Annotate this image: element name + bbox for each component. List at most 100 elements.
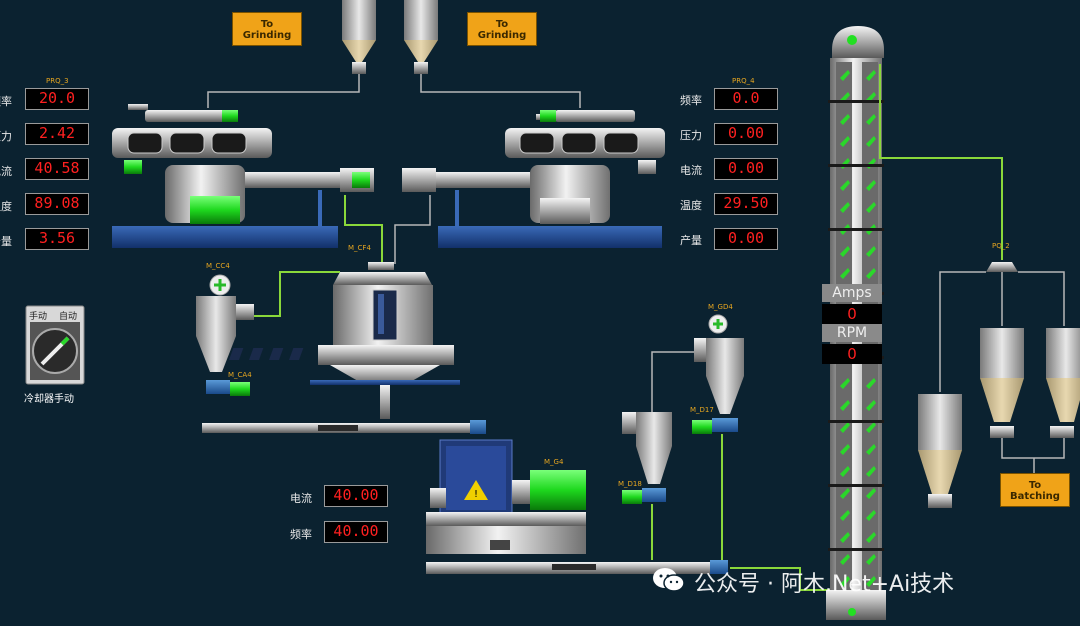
elevator-band bbox=[828, 548, 884, 551]
elevator-amps-label: Amps bbox=[822, 284, 882, 302]
to-grinding-button-2[interactable]: To Grinding bbox=[467, 12, 537, 46]
elevator-bucket bbox=[840, 422, 850, 433]
tag-pq2: PQ_2 bbox=[992, 242, 1010, 250]
value-frequency: 0.0 bbox=[714, 88, 778, 110]
button-line-1: To bbox=[1028, 480, 1042, 491]
panel-title-prq4: PRQ_4 bbox=[732, 77, 755, 85]
button-line-2: Grinding bbox=[242, 30, 292, 41]
hammer-label-frequency: 频率 bbox=[290, 528, 312, 541]
svg-text:!: ! bbox=[474, 489, 478, 500]
tag-cc4: M_CC4 bbox=[206, 262, 230, 270]
wechat-icon bbox=[652, 566, 686, 594]
value-output: 0.00 bbox=[714, 228, 778, 250]
elevator-bucket bbox=[866, 444, 876, 455]
value-pressure: 2.42 bbox=[25, 123, 89, 145]
tag-d17: M_D17 bbox=[690, 406, 714, 414]
label-output: 产量 bbox=[680, 234, 702, 247]
top-silo-right bbox=[404, 0, 438, 74]
to-grinding-button-1[interactable]: To Grinding bbox=[232, 12, 302, 46]
hammer-value-current: 40.00 bbox=[324, 485, 388, 507]
elevator-bucket bbox=[840, 444, 850, 455]
elevator-rpm-value: 0 bbox=[822, 344, 882, 364]
tag-g4: M_G4 bbox=[544, 458, 564, 466]
tag-gd4: M_GD4 bbox=[708, 303, 733, 311]
elevator-rpm-label: RPM bbox=[822, 324, 882, 342]
elevator-bucket bbox=[840, 400, 850, 411]
elevator-bucket bbox=[866, 70, 876, 81]
elevator-band bbox=[828, 228, 884, 231]
elevator-bucket bbox=[840, 378, 850, 389]
button-line-2: Batching bbox=[1010, 491, 1060, 502]
elevator-bucket bbox=[866, 180, 876, 191]
elevator-band bbox=[828, 164, 884, 167]
elevator-bucket bbox=[840, 268, 850, 279]
panel-title-prq3: PRQ_3 bbox=[46, 77, 69, 85]
value-current: 40.58 bbox=[25, 158, 89, 180]
label-output: 产量 bbox=[0, 235, 12, 248]
label-pressure: 压力 bbox=[0, 130, 12, 143]
label-pressure: 压力 bbox=[680, 129, 702, 142]
switch-auto-label: 自动 bbox=[59, 312, 78, 322]
elevator-band bbox=[828, 420, 884, 423]
elevator-bucket bbox=[866, 246, 876, 257]
silo-2 bbox=[980, 328, 1024, 438]
label-temperature: 温度 bbox=[0, 200, 12, 213]
elevator-amps-value: 0 bbox=[822, 304, 882, 324]
elevator-bucket bbox=[840, 554, 850, 565]
cyclone-d17 bbox=[692, 314, 744, 434]
elevator-bucket bbox=[840, 246, 850, 257]
elevator-bucket bbox=[866, 136, 876, 147]
value-frequency: 20.0 bbox=[25, 88, 89, 110]
hammer-label-current: 电流 bbox=[290, 492, 312, 505]
elevator-bucket bbox=[866, 576, 876, 587]
watermark-text: 公众号 · 阿木.Net+Ai技术 bbox=[694, 572, 955, 597]
switch-caption: 冷却器手动 bbox=[24, 394, 74, 405]
elevator-bucket bbox=[866, 268, 876, 279]
elevator-bucket bbox=[866, 466, 876, 477]
pellet-mill-left bbox=[112, 104, 374, 248]
silo-1 bbox=[918, 394, 962, 508]
value-temperature: 89.08 bbox=[25, 193, 89, 215]
value-temperature: 29.50 bbox=[714, 193, 778, 215]
screw-conveyor-upper bbox=[202, 420, 486, 434]
elevator-bucket bbox=[840, 466, 850, 477]
top-silo-left bbox=[342, 0, 376, 74]
elevator-bucket bbox=[866, 532, 876, 543]
elevator-bucket bbox=[840, 488, 850, 499]
elevator-bucket bbox=[866, 488, 876, 499]
elevator-bucket bbox=[866, 378, 876, 389]
value-current: 0.00 bbox=[714, 158, 778, 180]
elevator-bucket bbox=[840, 202, 850, 213]
elevator-bucket bbox=[840, 136, 850, 147]
elevator-bucket bbox=[840, 532, 850, 543]
elevator-bucket bbox=[840, 180, 850, 191]
hammer-mill: ! bbox=[426, 439, 586, 554]
cyclone-cc4 bbox=[196, 274, 254, 396]
elevator-bucket bbox=[840, 70, 850, 81]
elevator-bucket bbox=[866, 422, 876, 433]
elevator-bucket bbox=[840, 510, 850, 521]
elevator-bucket bbox=[866, 400, 876, 411]
elevator-bucket bbox=[866, 202, 876, 213]
button-line-1: To bbox=[260, 19, 274, 30]
switch-manual-label: 手动 bbox=[29, 312, 48, 322]
silo-3 bbox=[1046, 328, 1080, 438]
to-batching-button[interactable]: To Batching bbox=[1000, 473, 1070, 507]
label-frequency: 频率 bbox=[0, 95, 12, 108]
tag-ca4: M_CA4 bbox=[228, 371, 252, 379]
pellet-mill-right bbox=[402, 110, 665, 248]
value-pressure: 0.00 bbox=[714, 123, 778, 145]
value-output: 3.56 bbox=[25, 228, 89, 250]
tag-cf4: M_CF4 bbox=[348, 244, 371, 252]
label-frequency: 频率 bbox=[680, 94, 702, 107]
hammer-value-frequency: 40.00 bbox=[324, 521, 388, 543]
tag-d18: M_D18 bbox=[618, 480, 642, 488]
cooler-mode-switch[interactable] bbox=[25, 305, 85, 385]
elevator-band bbox=[828, 100, 884, 103]
button-line-2: Grinding bbox=[477, 30, 527, 41]
label-temperature: 温度 bbox=[680, 199, 702, 212]
elevator-bucket bbox=[840, 576, 850, 587]
elevator-band bbox=[828, 484, 884, 487]
